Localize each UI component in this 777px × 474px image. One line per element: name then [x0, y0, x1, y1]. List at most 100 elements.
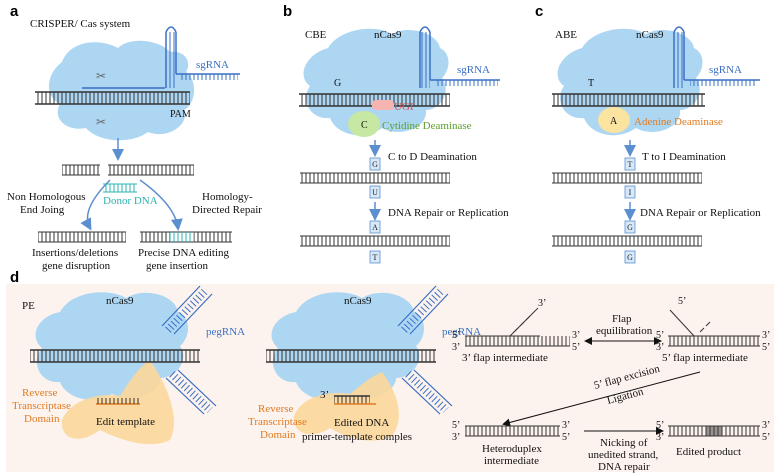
cut-dna-left — [62, 165, 100, 175]
svg-text:5’: 5’ — [762, 432, 770, 443]
hetero-label-1: Heteroduplex — [482, 443, 542, 455]
panel-a: a CRISPER/ Cas system sgRNA PAM ✂ ✂ Non … — [7, 3, 262, 272]
hdr-label-2: Directed Repair — [192, 204, 262, 216]
heteroduplex: 5’ 3’ 3’ 5’ Heteroduplex intermediate — [452, 420, 570, 467]
rt-label-d1-1: Reverse — [22, 387, 58, 399]
rt-label-d1-2: Transcriptase — [12, 400, 71, 412]
pegrna-label-d1: pegRNA — [206, 326, 245, 338]
rt-label-d1-3: Domain — [24, 413, 60, 425]
base-b-0: G — [372, 160, 378, 169]
dna-a — [35, 92, 190, 104]
outcome-left-1: Insertions/deletions — [32, 247, 118, 259]
three-prime-d2: 3’ — [320, 389, 329, 401]
panel-c: c ABE nCas9 sgRNA T A Adenine Deaminase … — [535, 3, 761, 264]
flap-eq-label-2: equilibration — [596, 325, 653, 337]
svg-text:3’: 3’ — [762, 330, 770, 341]
base-b-1: U — [372, 188, 378, 197]
outcome-right-1: Precise DNA editing — [138, 247, 230, 259]
nick-label-3: DNA repair — [598, 461, 650, 473]
pam-label: PAM — [170, 109, 191, 120]
ncas9-label-c: nCas9 — [636, 29, 664, 41]
nick-label-2: unedited strand, — [588, 449, 659, 461]
adenine-deaminase — [598, 107, 630, 133]
edited-dna-label-2: primer-template comples — [302, 431, 412, 443]
svg-text:3’: 3’ — [656, 342, 664, 353]
panel-a-letter: a — [10, 3, 19, 20]
cas9-blob-d2 — [271, 292, 424, 400]
cas9-blob-c — [557, 28, 703, 136]
flap3-label: 3’ flap intermediate — [462, 352, 548, 364]
panel-b-title: CBE — [305, 29, 327, 41]
ugi-label: UGI — [394, 101, 414, 113]
outcome-left-2: gene disruption — [42, 260, 111, 272]
reverse-transcriptase-d2 — [293, 372, 399, 441]
panel-b: b CBE nCas9 sgRNA G UGI C Cytidine Deami… — [283, 3, 509, 264]
nhej-label-2: End Joing — [20, 204, 65, 216]
ugi-protein — [372, 100, 394, 110]
abe-step2: DNA Repair or Replication — [640, 207, 761, 219]
scissors-icon-2: ✂ — [96, 115, 106, 129]
pegrna-label-d2: pegRNA — [442, 326, 481, 338]
hdr-label-1: Homology- — [202, 191, 253, 203]
panel-b-letter: b — [283, 3, 292, 20]
base-top-b: G — [334, 78, 341, 89]
cbe-step1: C to D Deamination — [388, 151, 477, 163]
scissors-icon: ✂ — [96, 69, 106, 83]
edit-template-label: Edit template — [96, 416, 155, 428]
edited-product-label: Edited product — [676, 446, 741, 458]
base-b-3: T — [373, 253, 378, 262]
cytidine-deaminase-label: Cytidine Deaminase — [382, 120, 472, 132]
svg-text:5’: 5’ — [562, 432, 570, 443]
flap3-intermediate: 5’ 3’ 3’ 3’ 5’ 3’ flap intermediate — [452, 298, 580, 364]
ncas9-label-d1: nCas9 — [106, 295, 134, 307]
svg-text:3’: 3’ — [538, 298, 546, 309]
flap5-label: 5’ flap intermediate — [662, 352, 748, 364]
panel-d-letter: d — [10, 269, 19, 286]
svg-text:3’: 3’ — [452, 342, 460, 353]
donor-dna-label: Donor DNA — [103, 195, 158, 207]
svg-text:5’: 5’ — [572, 342, 580, 353]
svg-text:3’: 3’ — [656, 432, 664, 443]
base-b-2: A — [372, 223, 378, 232]
svg-text:3’: 3’ — [562, 420, 570, 431]
sgrna-label-a: sgRNA — [196, 59, 229, 71]
base-c-3: G — [627, 253, 633, 262]
ncas9-label-d2: nCas9 — [344, 295, 372, 307]
flap5-intermediate: 5’ 3’ 5’ 3’ 5’ 5’ flap intermediate — [656, 296, 770, 364]
panel-d-title: PE — [22, 300, 35, 312]
panel-c-title: ABE — [555, 29, 577, 41]
hetero-label-2: intermediate — [484, 455, 539, 467]
base-top-c: T — [588, 78, 594, 89]
cut-dna-right — [108, 165, 194, 175]
svg-text:5’: 5’ — [656, 420, 664, 431]
rt-label-d2-1: Reverse — [258, 403, 294, 415]
svg-text:3’: 3’ — [572, 330, 580, 341]
panel-c-letter: c — [535, 3, 543, 20]
sgrna-hairpin-a — [166, 32, 176, 88]
donor-dna — [103, 184, 137, 192]
cytidine-deaminase — [348, 111, 380, 137]
rt-label-d2-3: Domain — [260, 429, 296, 441]
rt-label-d2-2: Transcriptase — [248, 416, 307, 428]
edited-dna-label-1: Edited DNA — [334, 417, 389, 429]
svg-text:5’: 5’ — [678, 296, 686, 307]
svg-text:5’: 5’ — [656, 330, 664, 341]
ncas9-label-b: nCas9 — [374, 29, 402, 41]
svg-text:5’: 5’ — [762, 342, 770, 353]
svg-text:5’: 5’ — [452, 330, 460, 341]
base-c-1: I — [629, 188, 632, 197]
base-c-0: T — [628, 160, 633, 169]
abe-step1: T to I Deamination — [642, 151, 726, 163]
svg-text:5’: 5’ — [452, 420, 460, 431]
cbe-step2: DNA Repair or Replication — [388, 207, 509, 219]
sgrna-label-b: sgRNA — [457, 64, 490, 76]
svg-text:3’: 3’ — [762, 420, 770, 431]
cas9-blob-a — [48, 40, 195, 141]
panel-a-title: CRISPER/ Cas system — [30, 18, 131, 30]
cas9-blob-b — [303, 28, 449, 136]
c-label: C — [361, 120, 368, 131]
outcome-dna-left — [38, 232, 126, 242]
nhej-label-1: Non Homologous — [7, 191, 86, 203]
adenine-deaminase-label: Adenine Deaminase — [634, 116, 723, 128]
flap-eq-label-1: Flap — [612, 313, 632, 325]
